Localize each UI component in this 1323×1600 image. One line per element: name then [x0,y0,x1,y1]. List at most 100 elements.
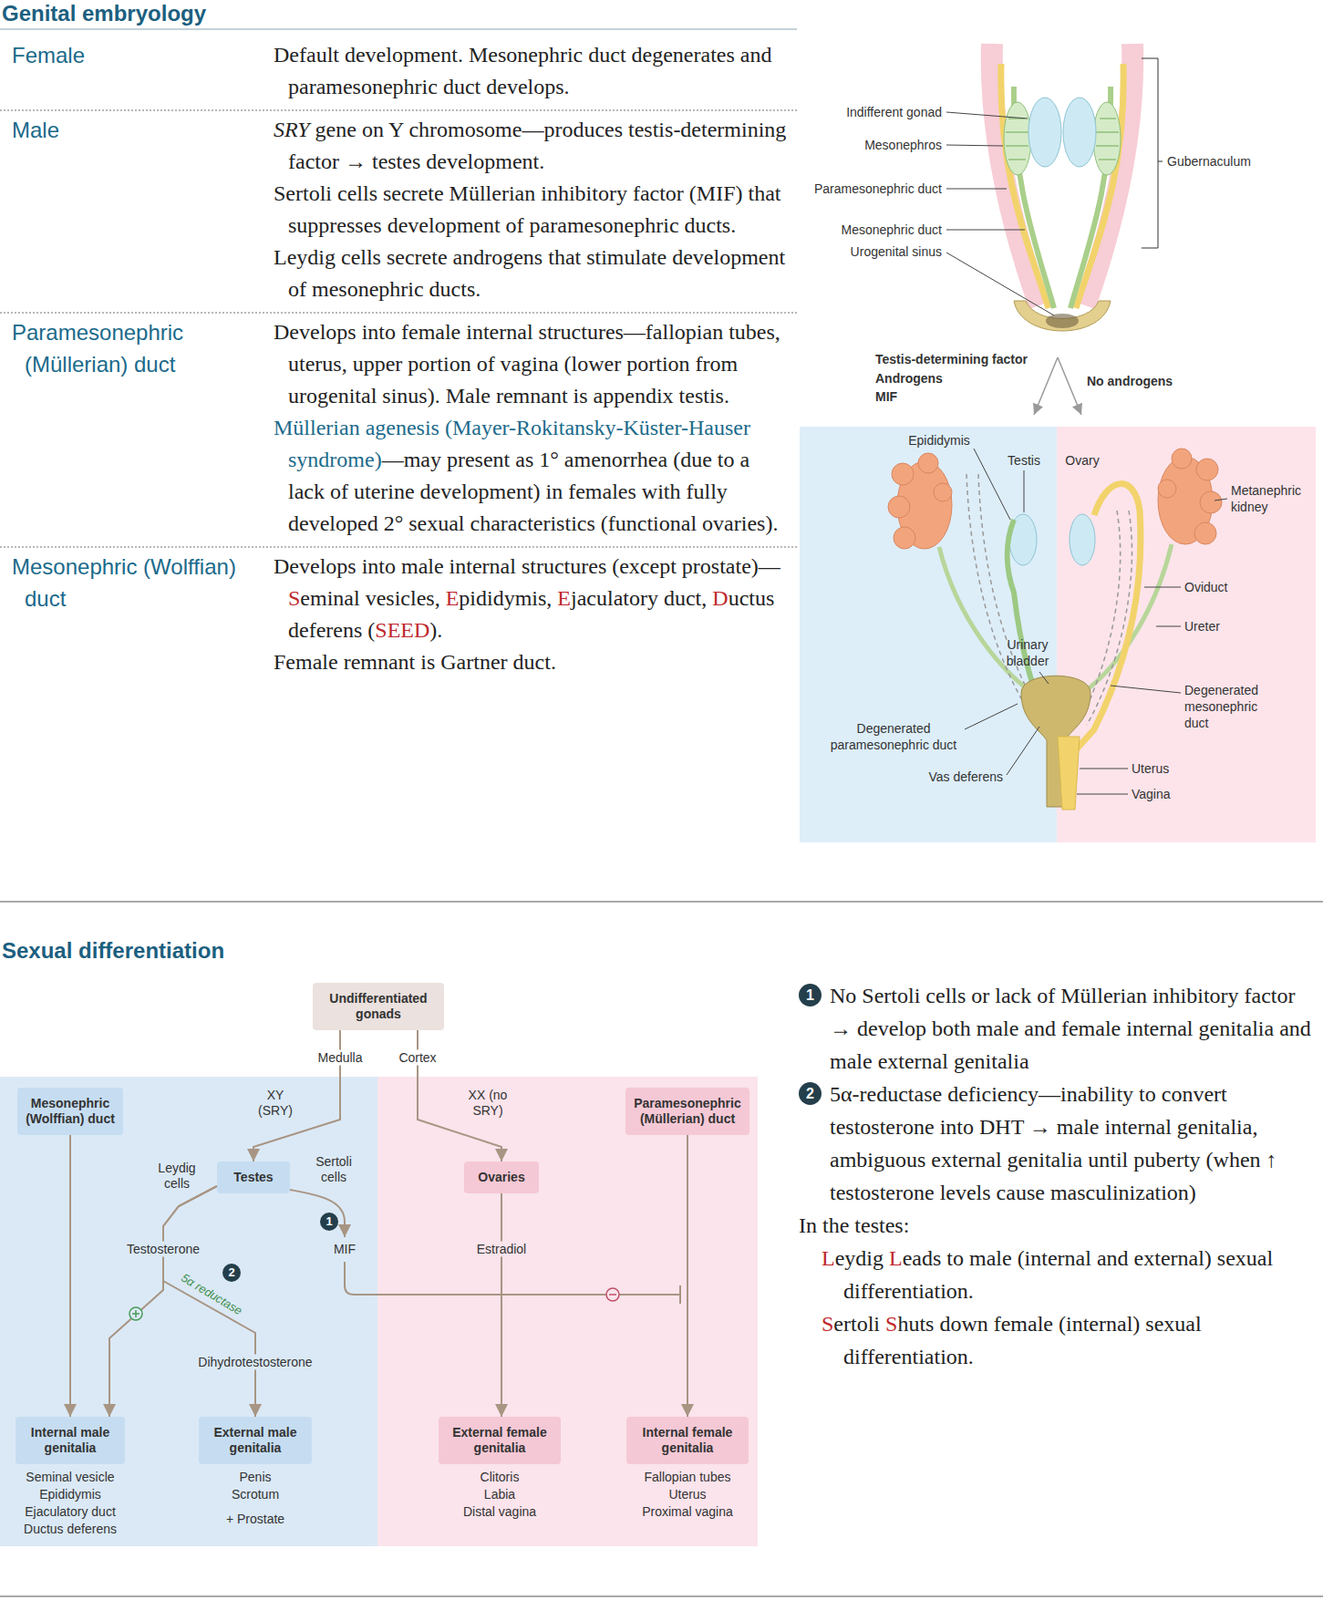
part-label: Degenerated paramesonephric duct [824,720,963,754]
box-item: Epididymis [15,1486,125,1504]
inhibition-line [679,1285,682,1304]
stimulate-symbol [129,1307,143,1321]
embryo-drawing [1045,313,1079,329]
leader-line [946,252,1055,316]
edge-label: XY (SRY) [251,1087,300,1119]
box-heading: Undifferentiated gonads [312,982,445,1031]
adult-drawing [1057,736,1080,810]
inhibit-symbol [609,1293,617,1296]
leader-line [1006,726,1040,776]
stimulate-symbol [134,1310,137,1318]
rule-line [0,1596,1323,1598]
embryo-drawing [992,43,1163,331]
part-label: Oviduct [1184,578,1228,596]
leader-line [964,703,1018,730]
part-label: Leydig cells [150,1160,204,1192]
embryo-drawing [1028,97,1062,167]
part-label: Testis [1007,452,1041,469]
part-label: MIF [330,1241,359,1258]
text-run: E [445,586,460,610]
part-label: Cortex [395,1050,439,1066]
box-heading: External female genitalia [438,1416,561,1465]
split-arrow [1033,357,1082,415]
connector [163,1186,256,1417]
part-label: Epididymis [908,432,971,449]
box-item: Clitoris [438,1468,561,1487]
box-heading: Ovaries [464,1161,539,1194]
section-heading: Sexual differentiation [1,937,225,965]
leader-line [946,229,1025,231]
embryo-drawing [1099,117,1117,120]
paragraph: Develops into male internal structures (… [273,550,789,647]
inhibit-symbol [606,1288,620,1302]
row-body: SRY gene on Y chromosome—produces testis… [273,113,789,306]
rule-line [0,29,1323,1597]
embryo-drawing [1141,58,1163,249]
paragraph: Develops into female internal structures… [273,316,789,413]
box-item: Distal vagina [438,1503,561,1521]
note: In the testes: [798,1209,1315,1242]
box-item: Labia [438,1486,561,1504]
leader-line [1023,470,1025,513]
table-row: MaleSRY gene on Y chromosome—produces te… [0,111,797,314]
box-heading: Mesonephric (Wolffian) duct [17,1087,124,1136]
paragraph: Female remnant is Gartner duct. [273,646,789,679]
part-label: Dihydrotestosterone [195,1354,315,1371]
text-run: S [885,1312,898,1336]
rule-line [0,901,1323,903]
notes: 1No Sertoli cells or lack of Müllerian i… [798,979,1315,1374]
process-box: Paramesonephric (Müllerian) duct [625,1087,750,1136]
callout-number: 2 [798,1082,822,1106]
connector [500,1193,503,1417]
box-item: Seminal vesicle [15,1468,125,1487]
row-heading: Mesonephric (Wolffian) duct [0,550,274,679]
adult-drawing [888,448,1222,549]
part-label: Testosterone [124,1241,203,1258]
embryo-drawing [1095,131,1119,134]
embryo-drawing [1005,118,1119,160]
embryo-drawing [1063,97,1096,167]
part-label: Estradiol [474,1241,529,1258]
process-box: Ovaries [464,1161,539,1194]
table-cell: Sertoli cells secrete Müllerian inhibito… [273,181,782,238]
leader-line [946,144,1003,146]
row-heading: Male [0,113,274,306]
text-run: jaculatory duct, [570,586,713,610]
process-box: External female genitaliaClitorisLabiaDi… [438,1416,561,1521]
box-item: Ejaculatory duct [15,1503,125,1521]
embryo-drawing [1093,102,1121,176]
process-box: External male genitaliaPenisScrotum+ Pro… [198,1416,312,1529]
part-label: Indifferent gonad [846,103,942,121]
leader-line [946,188,1007,190]
part-label: Paramesonephric duct [814,180,942,197]
note: 2 5α-reductase deficiency—inability to co… [798,1077,1315,1210]
adult-drawing [1021,675,1091,807]
note-text: 5α-reductase deficiency—inability to con… [829,1077,1315,1210]
table-cell: SRY gene on Y chromosome—produces testis… [273,117,786,174]
text-run: eydig [835,1246,889,1271]
row-body: Develops into male internal structures (… [273,550,789,679]
adult-drawing [1196,458,1219,481]
text-run: eminal vesicles, [299,586,445,610]
table-cell: Develops into male internal structures (… [273,554,781,642]
row-body: Develops into female internal structures… [273,316,789,540]
part-label: MIF [875,388,898,405]
text-run: pididymis, [458,586,558,610]
box-item: Fallopian tubes [626,1468,749,1487]
table-cell: Develops into female internal structures… [273,320,781,408]
leader-line [1039,671,1049,684]
inhibition-line [289,1189,345,1238]
region-band [0,1076,758,1547]
text-run: huts down female (internal) sexual diffe… [843,1312,1202,1369]
part-label: Metanephric kidney [1230,482,1313,516]
text-run: ). [429,618,443,642]
part-label: Testis-determining factor [875,351,1028,368]
adult-drawing [1194,522,1217,545]
box-heading: External male genitalia [198,1416,312,1465]
text-run: SEED [374,618,430,642]
leader-line [946,112,1055,316]
part-label: Gubernaculum [1167,153,1251,170]
adult-drawing [933,483,952,502]
box-item: Proximal vagina [626,1503,749,1521]
connector [69,1135,72,1417]
